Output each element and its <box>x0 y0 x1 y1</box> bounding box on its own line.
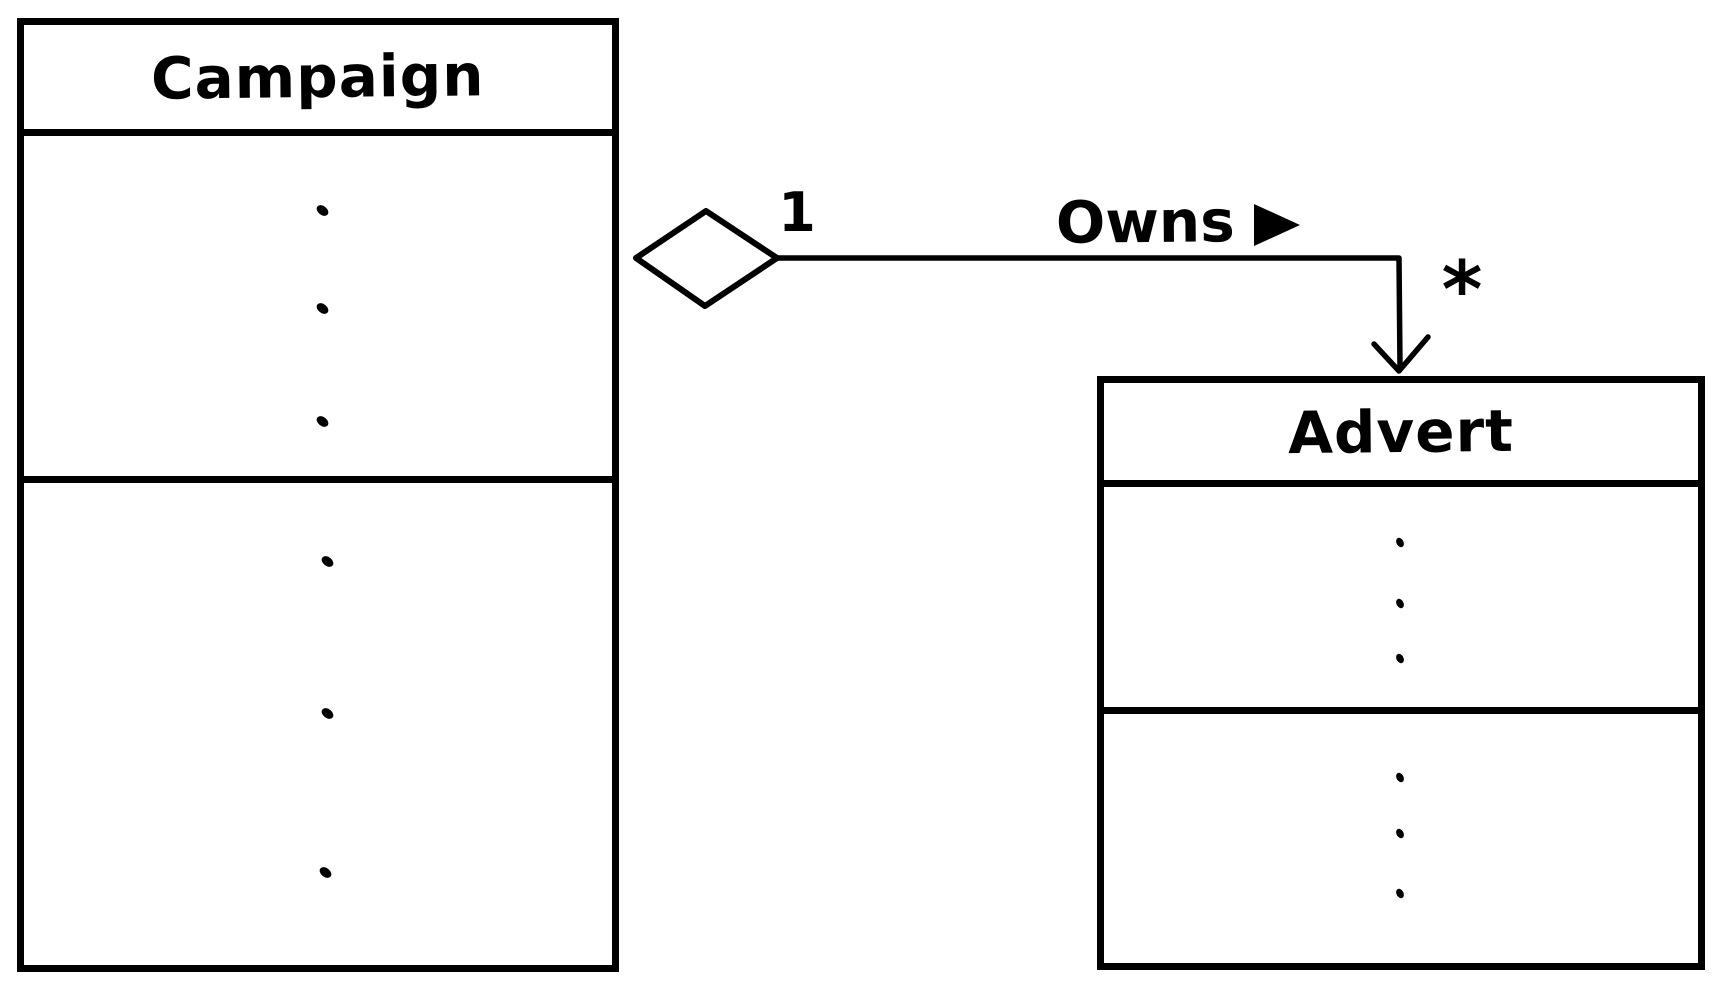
aggregation-diamond-icon <box>633 208 780 309</box>
placeholder-dot <box>314 413 331 430</box>
relationship-line <box>774 255 1403 370</box>
campaign-end-multiplicity-label: 1 <box>778 181 816 244</box>
placeholder-dot <box>314 300 331 317</box>
advert-class-box: Advert <box>1097 376 1705 970</box>
campaign-title-compartment: Campaign <box>24 25 612 136</box>
placeholder-dot <box>319 705 336 722</box>
placeholder-dot <box>1394 536 1406 549</box>
placeholder-dot <box>319 553 336 570</box>
placeholder-dot <box>1394 827 1406 840</box>
relationship-name-label: Owns <box>1055 187 1235 257</box>
placeholder-dot <box>1394 597 1406 610</box>
owns-direction-triangle-icon <box>1254 204 1300 246</box>
placeholder-dot <box>1394 771 1406 784</box>
advert-methods-compartment <box>1104 714 1698 963</box>
advert-attributes-compartment <box>1104 487 1698 714</box>
advert-title-compartment: Advert <box>1104 383 1698 487</box>
placeholder-dot <box>317 864 334 881</box>
campaign-class-name: Campaign <box>150 41 486 113</box>
advert-class-name: Advert <box>1287 396 1515 467</box>
campaign-methods-compartment <box>24 483 612 965</box>
arrowhead-icon <box>1371 334 1431 374</box>
placeholder-dot <box>1394 887 1406 900</box>
placeholder-dot <box>314 202 331 219</box>
advert-end-multiplicity-label: * <box>1441 246 1483 336</box>
placeholder-dot <box>1394 652 1406 665</box>
campaign-attributes-compartment <box>24 136 612 483</box>
campaign-class-box: Campaign <box>17 18 619 972</box>
